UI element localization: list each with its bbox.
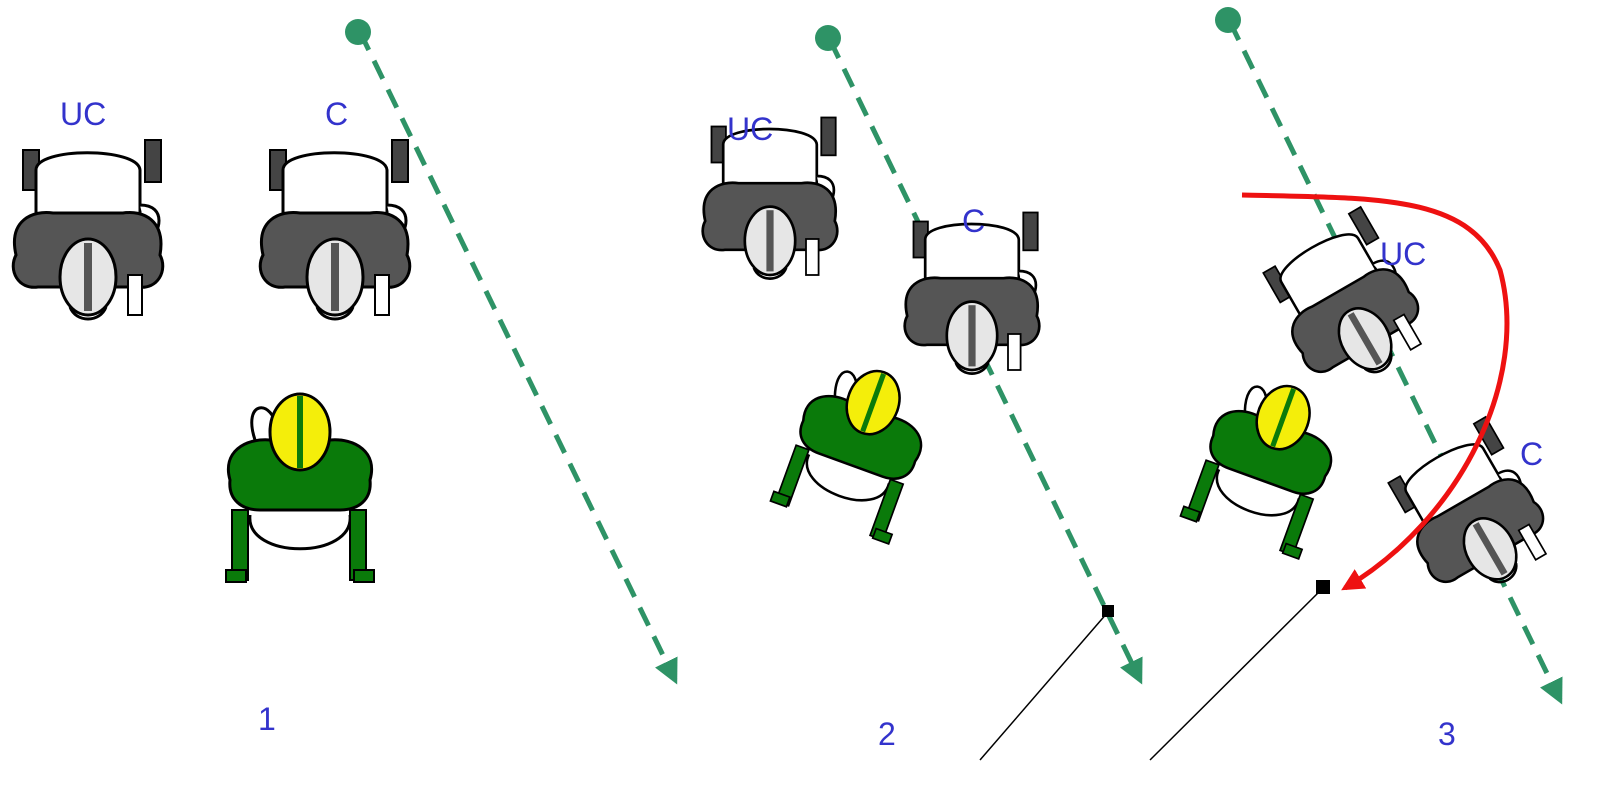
pull-arrow [1241, 192, 1510, 591]
player-label-c: C [962, 203, 985, 239]
player-label-c: C [1520, 436, 1543, 472]
defender [1179, 364, 1355, 561]
lineman-c [258, 138, 412, 321]
pointer-line [1149, 587, 1324, 761]
player-label-uc: UC [60, 96, 106, 132]
step-number: 2 [878, 716, 896, 752]
defender [224, 392, 376, 584]
route-start-dot [815, 25, 841, 51]
pointer-marker [1316, 580, 1330, 594]
defender [769, 349, 945, 546]
pointer-line [979, 611, 1109, 761]
player-label-c: C [325, 96, 348, 132]
frame-1: UC C 1 [11, 19, 678, 737]
player-label-uc: UC [1380, 236, 1426, 272]
route-line [1227, 20, 1563, 705]
pointer-marker [1102, 605, 1114, 617]
frame-2: UC C 2 [701, 25, 1143, 761]
route-start-dot [1215, 7, 1241, 33]
route-start-dot [345, 19, 371, 45]
frame-3: UC C 3 [1149, 7, 1565, 761]
step-number: 3 [1438, 716, 1456, 752]
route-line [357, 30, 678, 685]
lineman-uc [11, 138, 165, 321]
player-label-uc: UC [727, 111, 773, 147]
step-number: 1 [258, 701, 276, 737]
